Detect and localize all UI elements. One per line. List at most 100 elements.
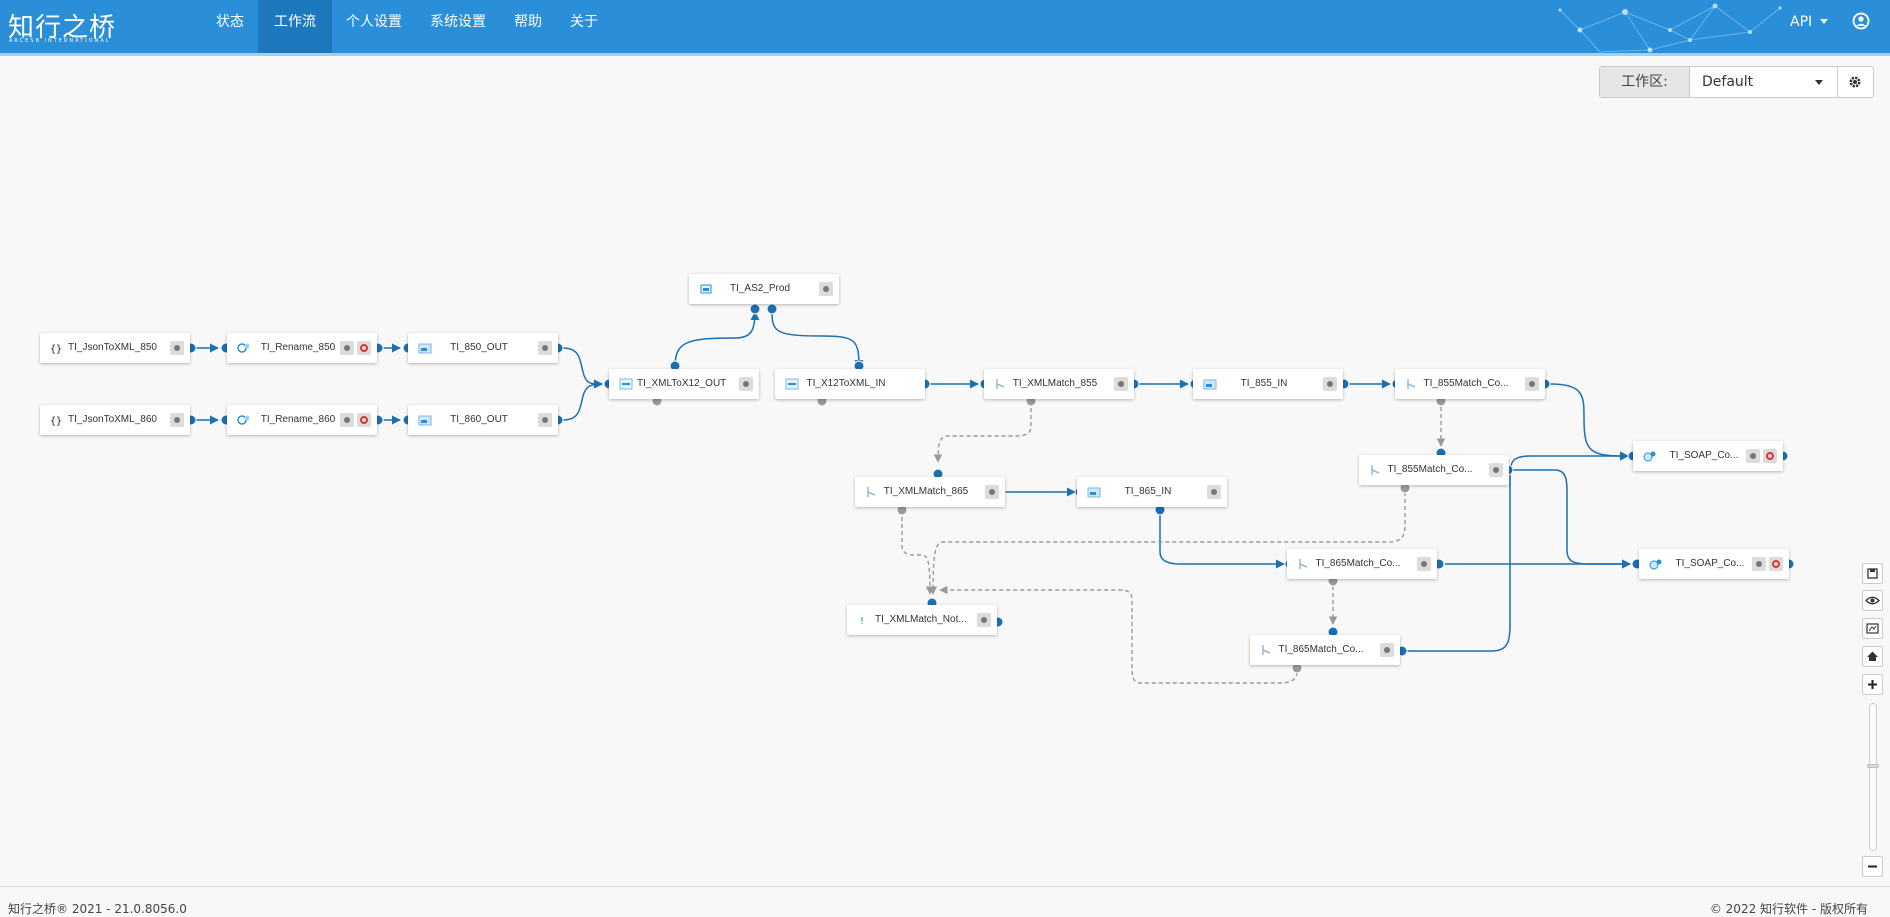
node-settings-icon[interactable] <box>170 341 184 355</box>
flow-node[interactable]: TI_SOAP_Co... <box>1639 549 1789 579</box>
svg-text:!: ! <box>860 616 864 627</box>
flow-node[interactable]: TI_855Match_Co... <box>1359 455 1509 485</box>
stop-icon[interactable] <box>1769 557 1783 571</box>
flow-node[interactable]: TI_Rename_860 <box>227 405 377 435</box>
link-m855co2-soap2 <box>1513 469 1631 569</box>
node-settings-icon[interactable] <box>1380 643 1394 657</box>
folder-icon <box>418 343 432 354</box>
node-label: TI_855Match_Co... <box>1387 464 1473 475</box>
link-match865-notmatch <box>901 517 935 595</box>
stop-icon[interactable] <box>357 413 371 427</box>
home-button[interactable] <box>1862 646 1883 667</box>
node-settings-icon[interactable] <box>538 341 552 355</box>
flow-node[interactable]: TI_XMLMatch_855 <box>984 369 1134 399</box>
footer-version: 知行之桥® 2021 - 21.0.8056.0 <box>8 902 187 916</box>
match-icon <box>1407 379 1416 389</box>
nav-settings[interactable]: 系统设置 <box>430 14 486 30</box>
workspace-label: 工作区: <box>1600 67 1690 97</box>
node-settings-icon[interactable] <box>977 613 991 627</box>
flow-node[interactable]: TI_XMLToX12_OUT <box>609 369 759 399</box>
folder-icon <box>418 415 432 426</box>
node-label: TI_JsonToXML_850 <box>68 342 157 353</box>
node-settings-icon[interactable] <box>1525 377 1539 391</box>
footer-divider <box>0 886 1890 887</box>
flow-node[interactable]: TI_SOAP_Co... <box>1633 441 1783 471</box>
node-settings-icon[interactable] <box>1489 463 1503 477</box>
node-settings-icon[interactable] <box>170 413 184 427</box>
footer-copyright: © 2022 知行软件 - 版权所有 <box>1709 902 1868 916</box>
caret-down-icon <box>1819 19 1828 24</box>
match-icon <box>996 379 1005 389</box>
nav-profile[interactable]: 个人设置 <box>346 14 402 30</box>
nav-status[interactable]: 状态 <box>216 14 244 30</box>
zoom-slider[interactable] <box>1867 703 1879 851</box>
node-label: TI_SOAP_Co... <box>1675 558 1745 569</box>
node-settings-icon[interactable] <box>1746 449 1760 463</box>
workspace-settings-button[interactable] <box>1838 67 1873 97</box>
node-settings-icon[interactable] <box>1207 485 1221 499</box>
stop-icon[interactable] <box>357 341 371 355</box>
flow-node[interactable]: TI_860_OUT <box>408 405 558 435</box>
flow-node[interactable]: {} TI_JsonToXML_850 <box>40 333 190 363</box>
node-label: TI_855_IN <box>1240 378 1288 389</box>
zoom-slider-handle[interactable] <box>1867 764 1879 768</box>
logo-subtext: ARCESB INTERNATIONAL <box>9 38 111 44</box>
flow-node[interactable]: TI_XMLMatch_865 <box>855 477 1005 507</box>
node-label: TI_Rename_850 <box>260 342 336 353</box>
node-settings-icon[interactable] <box>538 413 552 427</box>
node-label: TI_865_IN <box>1124 486 1172 497</box>
nav-workflow[interactable]: 工作流 <box>258 0 332 53</box>
api-menu[interactable]: API <box>1790 14 1828 30</box>
stop-icon[interactable] <box>1763 449 1777 463</box>
rename-icon <box>237 415 250 425</box>
flow-canvas[interactable]: {} TI_JsonToXML_850 TI_Rename_850 TI_850… <box>0 56 1890 886</box>
svg-text:{}: {} <box>50 416 62 427</box>
x12-icon <box>619 378 633 390</box>
flow-node[interactable]: TI_855_IN <box>1193 369 1343 399</box>
flow-node[interactable]: TI_X12ToXML_IN <box>775 369 925 399</box>
gear-icon <box>1849 76 1861 88</box>
flow-node[interactable]: TI_865Match_Co... <box>1287 549 1437 579</box>
node-settings-icon[interactable] <box>340 413 354 427</box>
link-as2-x12toxml <box>771 311 864 369</box>
app-logo[interactable]: 知行之桥 ARCESB INTERNATIONAL <box>8 4 115 46</box>
flow-node[interactable]: {} TI_JsonToXML_860 <box>40 405 190 435</box>
node-settings-icon[interactable] <box>1752 557 1766 571</box>
node-label: TI_850_OUT <box>450 342 508 353</box>
flow-node[interactable]: TI_865Match_Co... <box>1250 635 1400 665</box>
flow-node[interactable]: TI_850_OUT <box>408 333 558 363</box>
soap-icon <box>1643 451 1656 462</box>
workspace-dropdown[interactable]: Default <box>1690 67 1838 97</box>
zoom-in-button[interactable] <box>1862 674 1883 695</box>
json-icon: {} <box>50 416 62 427</box>
node-settings-icon[interactable] <box>1417 557 1431 571</box>
save-icon <box>1867 568 1878 579</box>
flow-node[interactable]: ! TI_XMLMatch_Not... <box>847 605 997 635</box>
node-settings-icon[interactable] <box>340 341 354 355</box>
link-m855co2-notmatch <box>928 492 1406 595</box>
node-label: TI_865Match_Co... <box>1278 644 1364 655</box>
node-settings-icon[interactable] <box>819 282 833 296</box>
node-label: TI_X12ToXML_IN <box>806 378 886 389</box>
node-settings-icon[interactable] <box>985 485 999 499</box>
preview-button[interactable] <box>1862 590 1883 611</box>
flow-node[interactable]: TI_Rename_850 <box>227 333 377 363</box>
fit-screen-icon <box>1866 623 1879 634</box>
save-layout-button[interactable] <box>1862 563 1883 584</box>
flow-node[interactable]: TI_855Match_Co... <box>1395 369 1545 399</box>
zoom-out-button[interactable] <box>1862 856 1883 877</box>
nav-help[interactable]: 帮助 <box>514 14 542 30</box>
node-settings-icon[interactable] <box>1323 377 1337 391</box>
fit-screen-button[interactable] <box>1862 618 1883 639</box>
link-m865co2-notmatch <box>939 585 1298 684</box>
rename-icon <box>237 343 250 353</box>
node-label: TI_XMLToX12_OUT <box>637 378 727 389</box>
flow-node[interactable]: TI_AS2_Prod <box>689 274 839 304</box>
user-circle-icon[interactable] <box>1852 12 1870 30</box>
node-settings-icon[interactable] <box>739 377 753 391</box>
node-label: TI_JsonToXML_860 <box>68 414 157 425</box>
nav-about[interactable]: 关于 <box>570 14 598 30</box>
flow-node[interactable]: TI_865_IN <box>1077 477 1227 507</box>
node-settings-icon[interactable] <box>1114 377 1128 391</box>
